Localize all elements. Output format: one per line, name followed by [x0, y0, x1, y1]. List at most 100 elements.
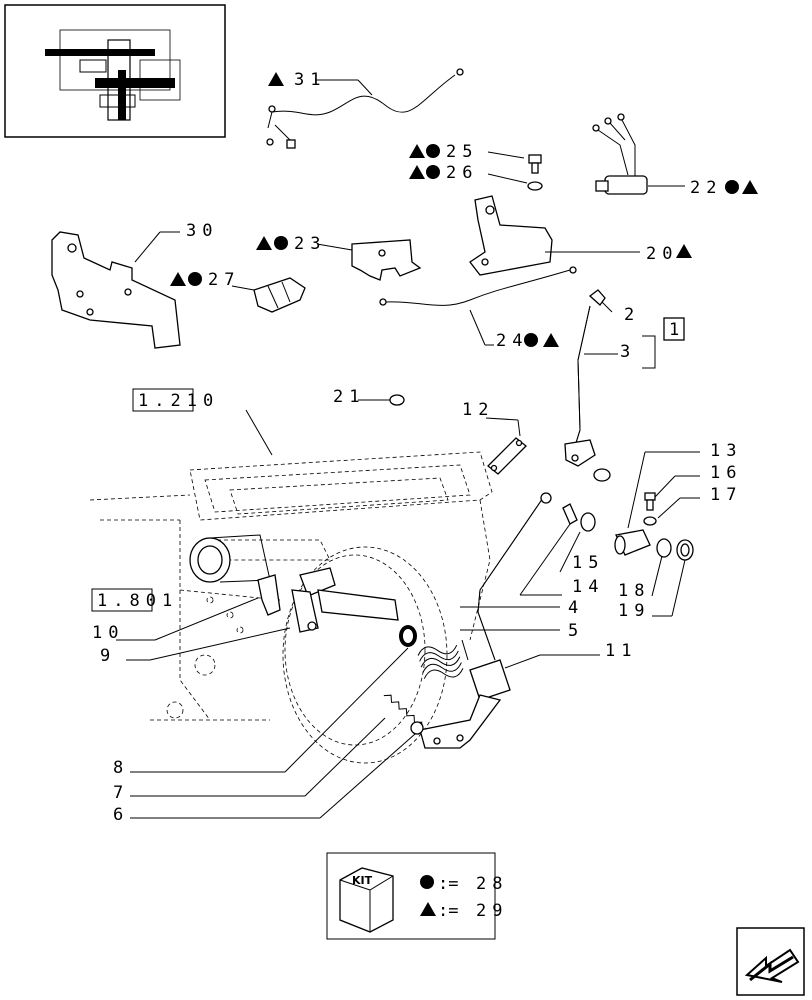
svg-text:4: 4: [568, 598, 584, 618]
svg-text:6: 6: [113, 805, 129, 825]
svg-text:25: 25: [446, 142, 478, 162]
part-21-oring: [389, 394, 405, 406]
label-19: 19: [618, 559, 686, 621]
label-10: 10: [92, 597, 259, 643]
part-23-bracket: [351, 239, 422, 281]
transmission-housing: [89, 451, 493, 764]
part-2-knob: [588, 289, 606, 306]
svg-text::=: :=: [438, 901, 458, 921]
part-11-arm: [419, 492, 552, 749]
svg-text:13: 13: [710, 441, 742, 461]
svg-text:10: 10: [92, 623, 124, 643]
svg-text:1.801: 1.801: [97, 591, 178, 611]
svg-text:12: 12: [462, 400, 494, 420]
svg-text:14: 14: [572, 577, 604, 597]
svg-text:19: 19: [618, 601, 650, 621]
label-30: 30: [134, 221, 218, 263]
label-14: 14: [519, 523, 604, 597]
svg-text:7: 7: [113, 783, 129, 803]
part-16-bolt: [644, 492, 656, 511]
svg-text:18: 18: [618, 581, 650, 601]
svg-text::=: :=: [438, 874, 458, 894]
svg-text:22: 22: [690, 178, 722, 198]
part-15-pin: [562, 503, 578, 525]
svg-text:1.210: 1.210: [138, 391, 219, 411]
label-16: 16: [654, 463, 742, 498]
label-20: 20: [545, 244, 692, 264]
svg-text:2: 2: [624, 305, 640, 325]
circle-symbol: [420, 875, 434, 889]
svg-text:26: 26: [446, 163, 478, 183]
part-24-wire: [379, 266, 577, 306]
svg-text:23: 23: [294, 234, 326, 254]
part-4-seal: [399, 625, 417, 647]
label-9: 9: [100, 627, 291, 666]
label-3: 3 1: [584, 317, 685, 369]
svg-text:27: 27: [208, 270, 240, 290]
label-11: 11: [504, 641, 637, 669]
svg-text:11: 11: [605, 641, 637, 661]
svg-text:31: 31: [294, 70, 326, 90]
part-22-sensor: [592, 113, 648, 195]
label-26: 26: [409, 163, 528, 184]
label-25: 25: [409, 142, 525, 162]
part-27-clip: [253, 277, 306, 313]
label-2: 2: [601, 301, 640, 325]
label-24: 24: [469, 309, 559, 351]
part-13-pivot: [614, 529, 651, 556]
label-18: 18: [618, 555, 663, 601]
part-26-washer: [527, 181, 543, 191]
svg-text:1: 1: [669, 320, 685, 340]
svg-text:24: 24: [496, 331, 528, 351]
label-15: 15: [559, 531, 604, 573]
label-12: 12: [462, 400, 521, 437]
part-5-spring: [417, 639, 469, 679]
svg-text:8: 8: [113, 758, 129, 778]
svg-text:17: 17: [710, 485, 742, 505]
label-27: 27: [170, 270, 255, 291]
locator-thumbnail[interactable]: [4, 4, 226, 138]
ref-box-1[interactable]: [663, 317, 685, 341]
part-31-harness: [266, 68, 464, 149]
part-30-bracket: [51, 231, 181, 349]
svg-text:5: 5: [568, 621, 584, 641]
triangle-symbol: [420, 902, 436, 916]
kit-label: KIT: [352, 874, 373, 887]
part-17-washer: [643, 516, 657, 526]
label-17: 17: [657, 485, 742, 519]
part-6-ball: [410, 721, 424, 735]
svg-text:16: 16: [710, 463, 742, 483]
part-3-rod: [564, 305, 596, 467]
label-21: 21: [333, 387, 390, 407]
svg-text:29: 29: [476, 901, 508, 921]
previous-page-arrow-icon[interactable]: [736, 927, 805, 996]
svg-text:9: 9: [100, 646, 116, 666]
label-13: 13: [627, 441, 742, 529]
label-6: 6: [113, 733, 416, 825]
part-19-clip: [676, 539, 694, 561]
label-8: 8: [113, 647, 409, 778]
svg-text:20: 20: [646, 244, 678, 264]
label-31: 31: [268, 70, 373, 96]
kit-legend: KIT := 28 := 29: [326, 852, 508, 940]
part-3-washer: [593, 468, 611, 482]
label-23: 23: [256, 234, 353, 254]
part-14-washer: [580, 512, 596, 532]
svg-text:21: 21: [333, 387, 365, 407]
part-9-shaft: [291, 567, 399, 633]
svg-text:28: 28: [476, 874, 508, 894]
ref-1210[interactable]: 1.210: [132, 388, 273, 456]
splined-shaft: [189, 534, 271, 583]
svg-text:30: 30: [186, 221, 218, 241]
label-5: 5: [460, 621, 584, 641]
ref-1801[interactable]: 1.801: [91, 588, 178, 612]
label-4: 4: [460, 598, 584, 618]
svg-text:15: 15: [572, 553, 604, 573]
part-20-bracket: [469, 195, 553, 276]
part-18-washer: [656, 538, 672, 558]
part-12-link: [487, 437, 527, 475]
part-10-lever: [257, 574, 281, 616]
part-25-bolt: [528, 154, 542, 174]
svg-text:3: 3: [620, 342, 636, 362]
